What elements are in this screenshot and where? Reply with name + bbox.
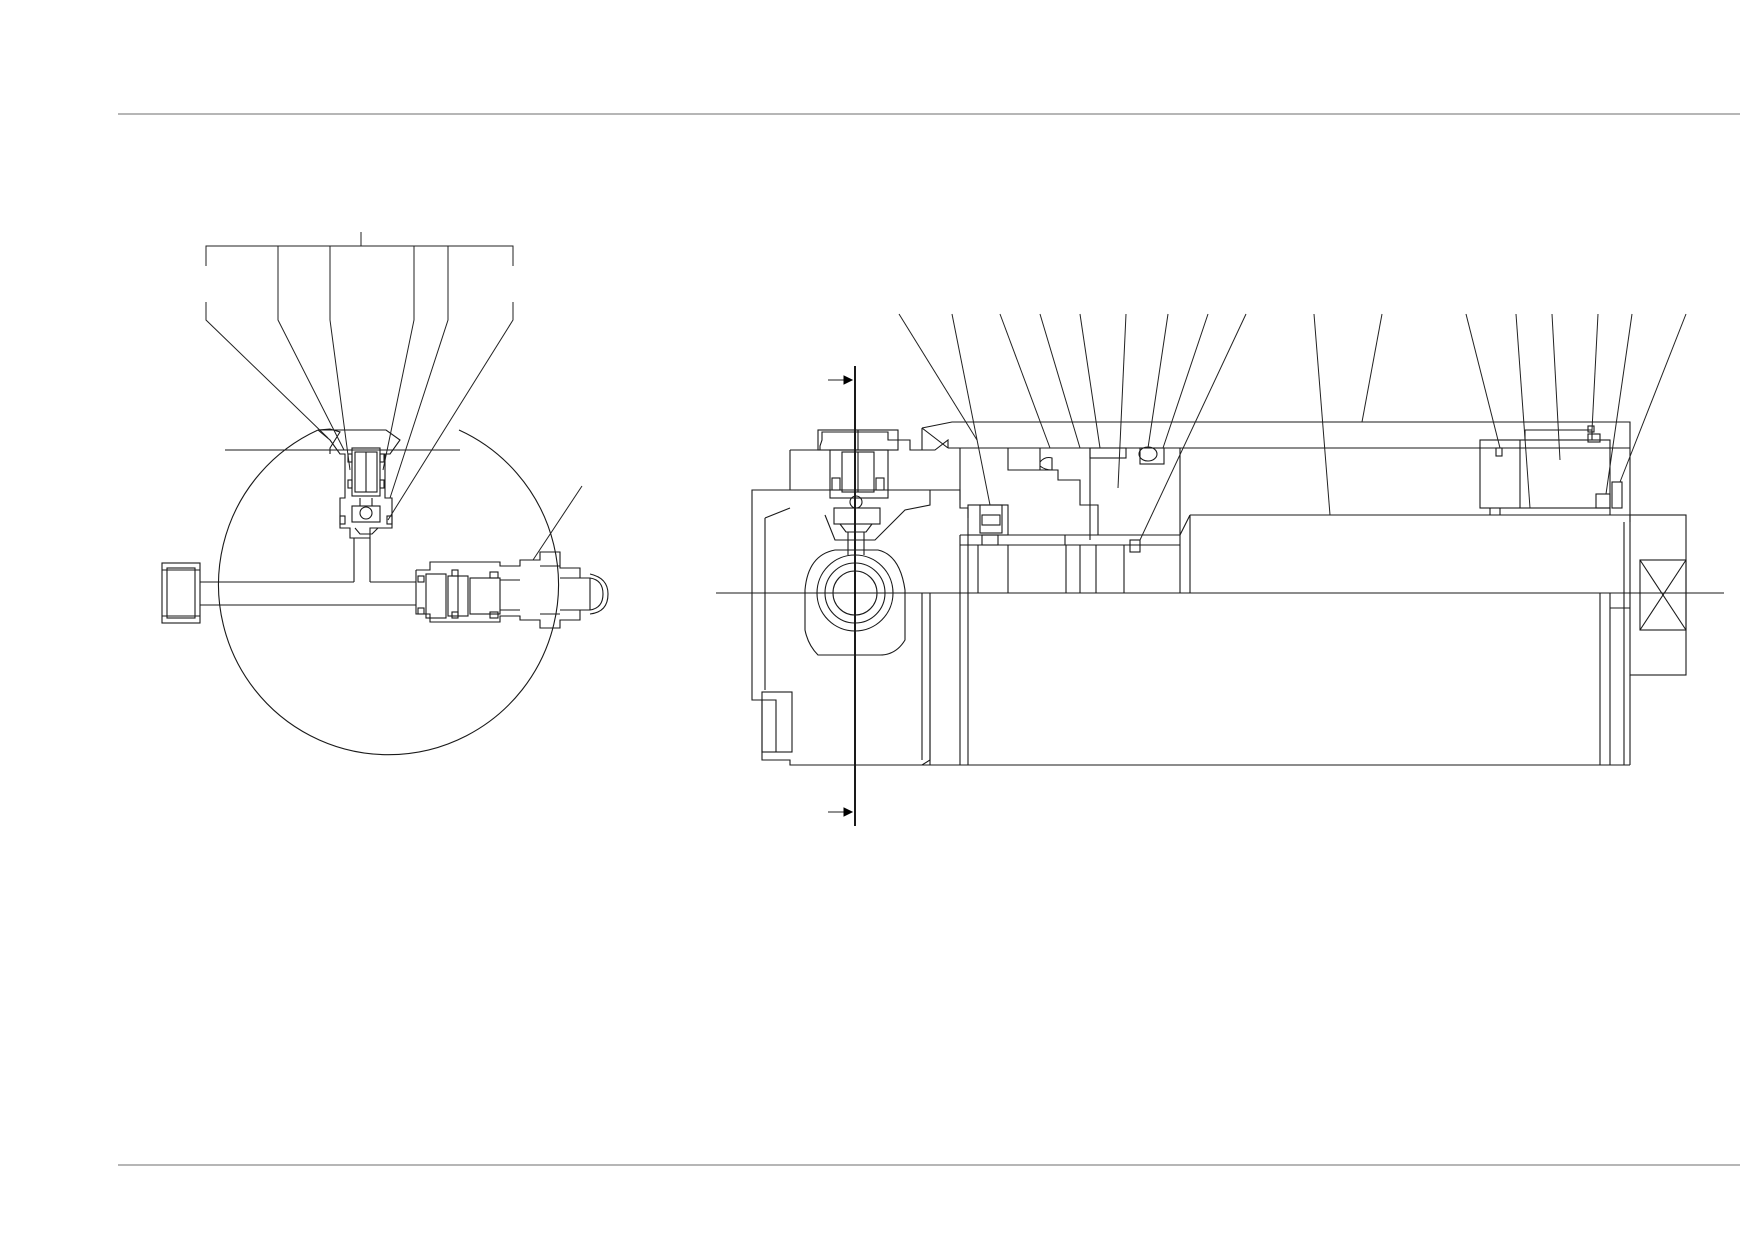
end-view-leaders — [205, 232, 583, 561]
section-arrow-bottom — [843, 807, 854, 817]
section-arrow-top — [843, 375, 854, 385]
side-section-leaders — [898, 313, 1687, 541]
o-ring-top — [1138, 446, 1158, 462]
end-view — [161, 232, 609, 756]
end-view-top-boss — [317, 428, 341, 454]
left-fitting — [161, 562, 201, 624]
main-sleeve-top — [921, 421, 1631, 522]
port-outer — [816, 554, 894, 632]
port-inner — [832, 570, 878, 616]
housing-valve — [817, 429, 899, 555]
end-view-body-circle — [217, 429, 560, 756]
side-cartridge — [415, 551, 609, 629]
end-cap — [1629, 514, 1687, 676]
left-housing-outline — [751, 450, 931, 766]
port-middle — [824, 562, 886, 624]
side-section — [716, 366, 1724, 826]
